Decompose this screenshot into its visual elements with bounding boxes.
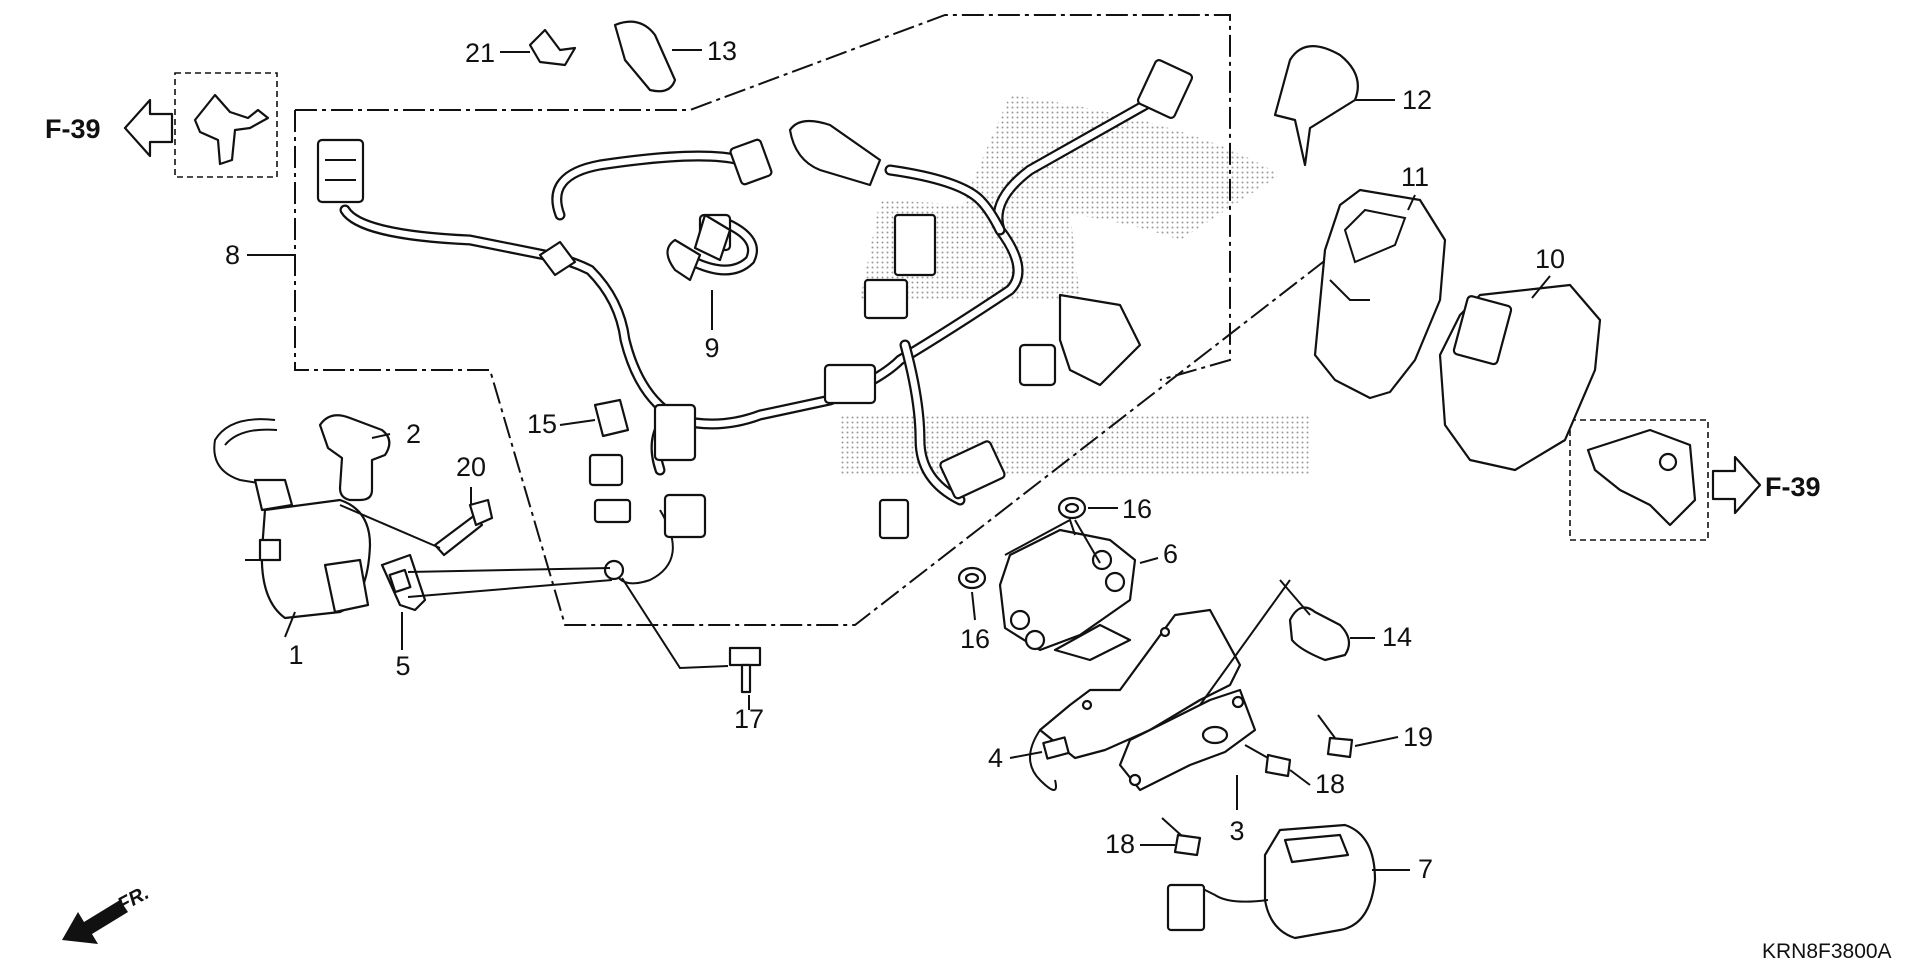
ref-arrow-right-icon: [1711, 455, 1762, 515]
callout-2: 2: [406, 419, 421, 449]
callout-8: 8: [225, 240, 240, 270]
callout-11: 11: [1401, 162, 1429, 192]
fuse-box-11: [1313, 188, 1447, 400]
bolt-19: [1317, 714, 1354, 759]
ignition-coil-1: [213, 418, 372, 620]
callout-10: 10: [1535, 244, 1565, 274]
leader-lines: [247, 49, 1551, 871]
callout-14: 14: [1382, 622, 1412, 652]
callout-12: 12: [1402, 85, 1432, 115]
clip-21: [528, 28, 577, 67]
callout-7: 7: [1418, 854, 1433, 884]
callout-20: 20: [456, 452, 486, 482]
front-arrow-icon: [62, 900, 128, 944]
nut-16-lower: [957, 566, 987, 590]
callout-4: 4: [988, 743, 1003, 773]
plug-cap-2: [318, 414, 391, 502]
callout-3: 3: [1229, 816, 1244, 846]
callout-18-right: 18: [1315, 769, 1345, 799]
nut-16-upper: [1057, 496, 1087, 520]
bolt-20: [433, 498, 494, 557]
harness-clip-small: [538, 240, 577, 277]
fuse-cover-10: [1438, 283, 1602, 472]
bracket-4: [1029, 608, 1242, 791]
harness-connectors: [316, 59, 1194, 581]
callout-5: 5: [395, 651, 410, 681]
clip-15: [593, 398, 630, 438]
ref-arrow-left-icon: [123, 98, 174, 158]
ref-label-right: F-39: [1765, 472, 1821, 502]
condenser-7: [1166, 823, 1377, 940]
callout-1: 1: [288, 640, 303, 670]
brand-watermark: [840, 95, 1310, 475]
bracket-3: [1118, 688, 1257, 792]
reference-box-right: [1569, 419, 1709, 541]
regulator-6: [998, 518, 1137, 662]
callout-21: 21: [465, 38, 495, 68]
harness-assembly-boundary-top: [295, 14, 1231, 381]
bolt-17: [728, 646, 762, 694]
callout-18-left: 18: [1105, 829, 1135, 859]
callout-6: 6: [1163, 539, 1178, 569]
callout-15: 15: [527, 409, 557, 439]
reference-box-left: [174, 72, 278, 178]
ref-label-left: F-39: [45, 114, 101, 144]
bracket-sketch-left: [193, 93, 270, 166]
clip-14: [1288, 606, 1351, 662]
callout-13: 13: [707, 36, 737, 66]
callout-16-upper: 16: [1122, 494, 1152, 524]
harness-assembly-boundary: [294, 110, 1346, 626]
bolt-18-upper: [1244, 744, 1292, 778]
bolt-18-lower: [1161, 817, 1202, 857]
band-13: [613, 20, 677, 93]
harness-clip-9: [666, 213, 732, 282]
callout-labels: 1 2 3 4 5 6 7 8 9 10 11 12 13 14 15 16 1…: [225, 36, 1565, 884]
bracket-sketch-right: [1586, 428, 1697, 527]
band-12: [1273, 45, 1359, 167]
callout-16-lower: 16: [960, 624, 990, 654]
callout-19: 19: [1403, 722, 1433, 752]
bracket-5: [380, 553, 427, 612]
callout-17: 17: [734, 704, 764, 734]
callout-9: 9: [704, 333, 719, 363]
diagram-part-code: KRN8F3800A: [1762, 940, 1892, 960]
